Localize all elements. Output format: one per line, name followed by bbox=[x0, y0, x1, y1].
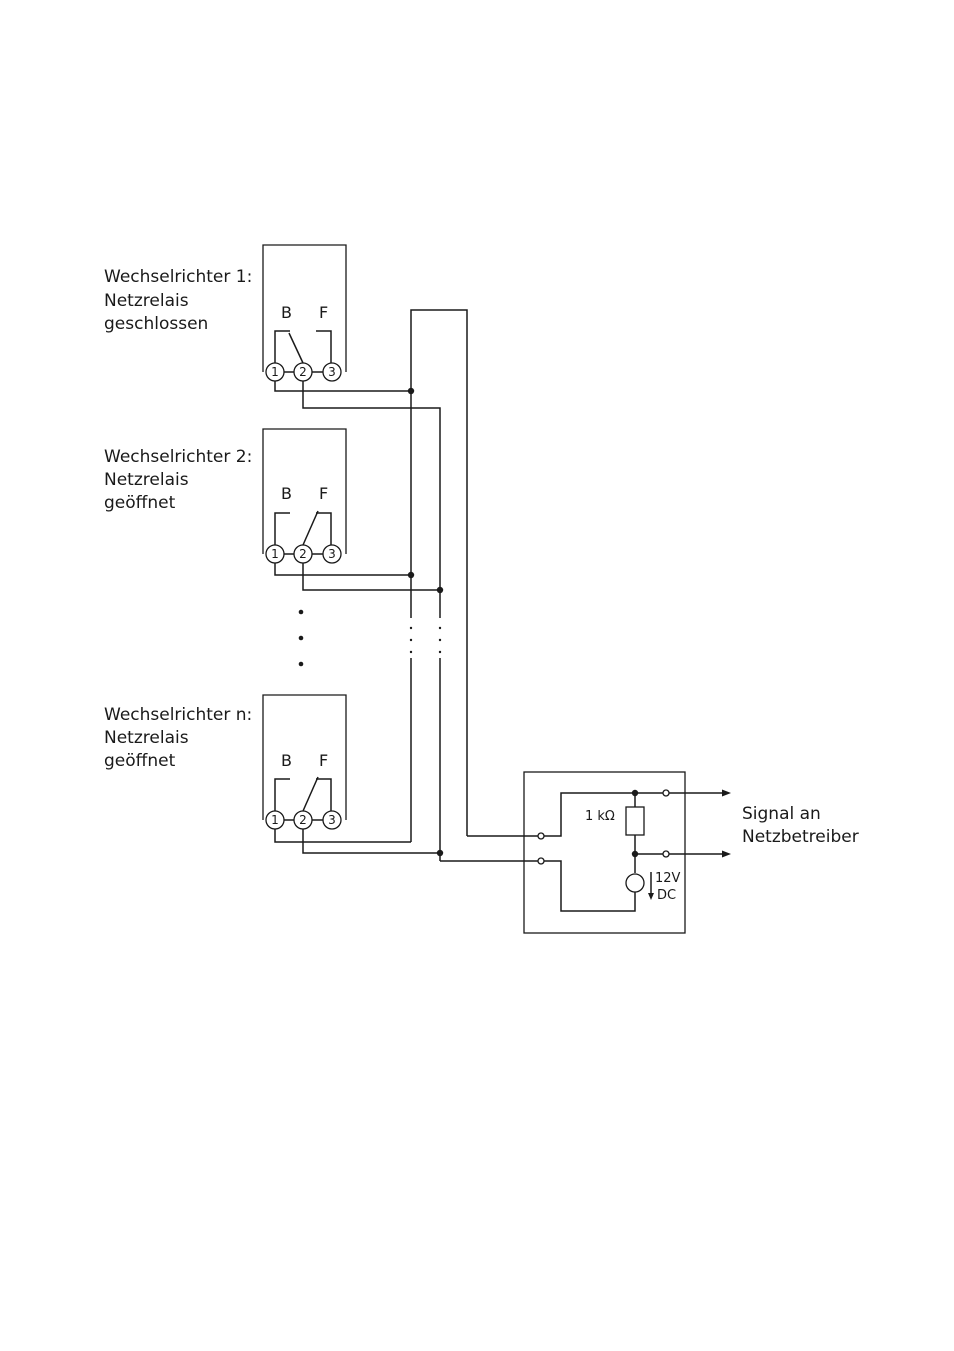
inverter-2-label-f: F bbox=[319, 484, 328, 503]
inverter-2-pin-2-label: 2 bbox=[299, 547, 307, 561]
inverter-2-pin-1-label: 1 bbox=[271, 547, 279, 561]
inverter-1-pin-2-label: 2 bbox=[299, 365, 307, 379]
output-terminal-2 bbox=[662, 850, 670, 858]
arrow-right-icon bbox=[722, 850, 731, 858]
junction-dot bbox=[407, 387, 415, 395]
monitor-unit: 1 kΩ 12V DC bbox=[440, 771, 686, 934]
inverter-2-label-b: B bbox=[281, 484, 292, 503]
inverter-1: Wechselrichter 1: Netzrelais geschlossen… bbox=[104, 244, 441, 590]
resistor-label: 1 kΩ bbox=[585, 809, 615, 824]
inverter-n-state: geöffnet bbox=[104, 751, 176, 771]
inverter-1-contact-f bbox=[316, 330, 332, 363]
inverter-1-title: Wechselrichter 1: bbox=[104, 267, 252, 287]
inverter-n-pin-3-label: 3 bbox=[328, 813, 336, 827]
signal-output: Signal an Netzbetreiber bbox=[669, 789, 859, 858]
inverter-2: Wechselrichter 2: Netzrelais geöffnet B … bbox=[104, 428, 440, 591]
inverter-1-pin-3-label: 3 bbox=[328, 365, 336, 379]
voltage-source-symbol bbox=[625, 873, 645, 893]
source-voltage-label: 12V bbox=[655, 871, 681, 886]
source-type-label: DC bbox=[657, 888, 676, 903]
inverter-n-housing bbox=[262, 694, 347, 820]
signal-label-line2: Netzbetreiber bbox=[742, 827, 859, 847]
inverter-1-contact-b bbox=[274, 330, 290, 363]
monitor-housing bbox=[523, 771, 686, 934]
output-terminal-1 bbox=[662, 789, 670, 797]
inverter-n-pin-2-label: 2 bbox=[299, 813, 307, 827]
resistor-symbol bbox=[625, 806, 645, 836]
inverter-2-pin-3 bbox=[322, 544, 342, 564]
junction-dot bbox=[436, 586, 444, 594]
inverter-1-label-f: F bbox=[319, 303, 328, 322]
inverter-n: Wechselrichter n: Netzrelais geöffnet B … bbox=[104, 694, 440, 854]
bus-lines bbox=[407, 309, 468, 861]
monitor-input-terminal-2 bbox=[537, 857, 545, 865]
inverter-1-pin-1-label: 1 bbox=[271, 365, 279, 379]
inverter-n-contact-b bbox=[274, 778, 290, 811]
signal-label-line1: Signal an bbox=[742, 804, 821, 824]
inverter-2-title: Wechselrichter 2: bbox=[104, 447, 252, 467]
inverter-n-pin-1-label: 1 bbox=[271, 813, 279, 827]
ellipsis-dot bbox=[298, 661, 304, 667]
ellipsis-dot bbox=[298, 609, 304, 615]
inverter-n-subtitle: Netzrelais bbox=[104, 728, 189, 748]
inverter-2-pin-3-label: 3 bbox=[328, 547, 336, 561]
inverter-n-label-f: F bbox=[319, 751, 328, 770]
inverter-2-state: geöffnet bbox=[104, 493, 176, 513]
inverter-2-contact-b bbox=[274, 512, 290, 545]
inverter-1-relay-arm-closed bbox=[288, 332, 304, 364]
inverter-1-state: geschlossen bbox=[104, 314, 208, 334]
inverter-2-contact-f bbox=[316, 512, 332, 545]
junction-dot bbox=[407, 571, 415, 579]
inverter-n-label-b: B bbox=[281, 751, 292, 770]
inverter-n-contact-f bbox=[316, 778, 332, 811]
monitor-input-terminal-1 bbox=[537, 832, 545, 840]
inverter-n-title: Wechselrichter n: bbox=[104, 705, 252, 725]
inverter-2-housing bbox=[262, 428, 347, 554]
ellipsis-dot bbox=[298, 635, 304, 641]
inverter-n-relay-arm-open bbox=[302, 776, 319, 812]
arrow-right-icon bbox=[722, 789, 731, 797]
inverter-1-label-b: B bbox=[281, 303, 292, 322]
inverter-2-subtitle: Netzrelais bbox=[104, 470, 189, 490]
inverter-1-pin-3 bbox=[322, 362, 342, 382]
inverter-n-pin-3 bbox=[322, 810, 342, 830]
voltage-arrow-icon bbox=[648, 893, 654, 900]
inverter-2-relay-arm-open bbox=[302, 510, 319, 546]
inverter-1-housing bbox=[262, 244, 347, 372]
inverter-1-subtitle: Netzrelais bbox=[104, 291, 189, 311]
